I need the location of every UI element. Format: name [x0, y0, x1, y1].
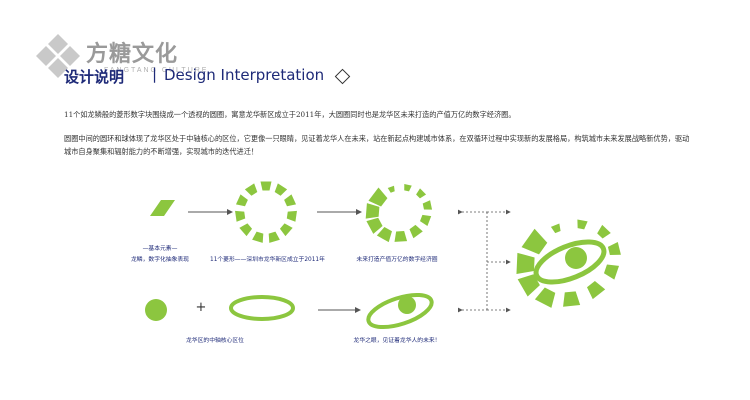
ring-scale [279, 223, 293, 237]
description-paragraph-1: 11个如龙鳞般的菱形数字块围绕成一个透视的圆圈，寓意龙华新区成立于2011年，大… [64, 110, 516, 119]
ring-scale [586, 280, 606, 300]
ring-scale [376, 227, 392, 243]
ring-scale [416, 188, 427, 199]
ring-scale [419, 214, 432, 227]
ring-scale [235, 194, 248, 207]
ring-scale [394, 230, 408, 242]
ring-scale [521, 228, 548, 255]
ring-scale [607, 242, 621, 256]
perspective-scale-ring [365, 183, 433, 243]
ring-scale [239, 223, 253, 237]
page-title-cn: 设计说明 [64, 68, 125, 86]
ring-scale [284, 194, 297, 207]
ring-scale [563, 291, 581, 307]
title-separator: | [152, 65, 158, 83]
ring-scale [368, 187, 388, 207]
ring-scale [550, 223, 561, 234]
ring-scale [422, 200, 433, 210]
scale-ring [235, 181, 297, 243]
caption-ring: 11个菱形——深圳市龙华新区成立于2011年 [210, 257, 325, 263]
brand-tagline: FANGTANG CULTURE [104, 67, 209, 74]
ring-scale [286, 210, 297, 222]
brand-name: 方糖文化 [86, 42, 179, 67]
core-sphere [145, 299, 167, 321]
ring-scale [516, 252, 535, 275]
ring-scale [409, 224, 423, 239]
caption-element-title: —基本元素— [142, 246, 178, 252]
axis-ring [229, 295, 295, 321]
final-logo [516, 219, 621, 308]
ring-scale [252, 231, 264, 243]
ring-scale [268, 231, 280, 243]
caption-economy: 未来打造产值万亿的数字经济圈 [356, 257, 438, 263]
caption-axis: 龙华区的中轴核心区位 [186, 338, 244, 344]
dragon-scale-shape [150, 200, 175, 216]
ring-scale [274, 183, 288, 196]
caption-eye: 龙华之眼，见证着龙华人的未来！ [353, 338, 441, 344]
ring-scale [577, 219, 588, 230]
ring-scale [404, 183, 412, 192]
ring-scale [534, 287, 556, 308]
ring-scale [387, 185, 395, 193]
ring-scale [260, 181, 272, 191]
description-paragraph-2: 圆圈中间的圆环和球体现了龙华区处于中轴核心的区位，它更像一只眼睛，见证着龙华人在… [64, 134, 690, 156]
ring-scale [235, 210, 246, 222]
ring-scale [244, 183, 258, 196]
ring-scale [517, 274, 540, 297]
ring-scale [603, 264, 620, 280]
page-title-en: Design Interpretation [164, 66, 325, 84]
ring-scale [597, 224, 611, 239]
brand-logo-icon [36, 34, 80, 78]
plus-sign: + [195, 300, 207, 315]
ring-scale [366, 217, 383, 234]
eye-symbol [366, 292, 434, 330]
ring-scale [365, 203, 380, 219]
caption-element-desc: 龙鳞，数字化抽象表现 [131, 257, 189, 263]
